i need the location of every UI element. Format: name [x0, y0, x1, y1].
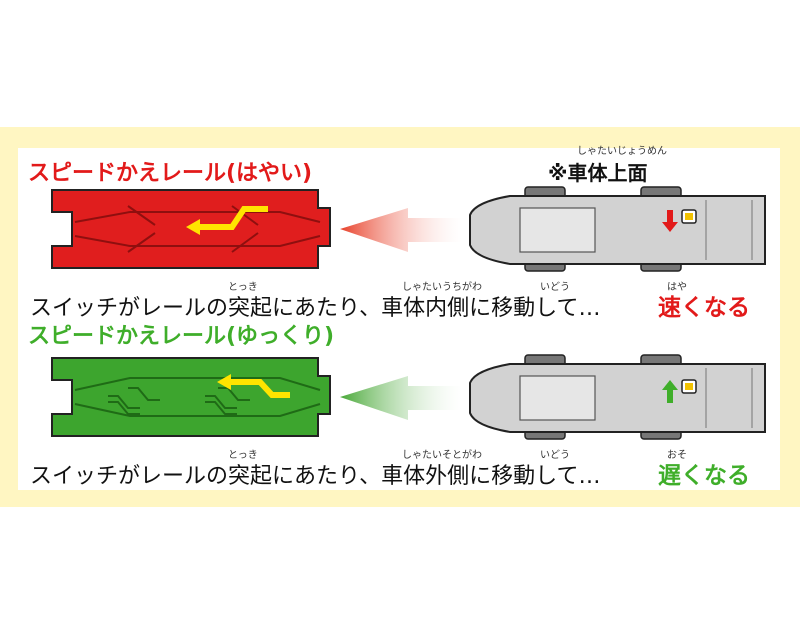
ruby-idou-2: いどう — [540, 450, 570, 461]
train-body-top — [469, 186, 766, 272]
body-label-ruby: しゃたいじょうめん — [577, 146, 667, 157]
fast-caption: スイッチがレールの突起にあたり、車体内側に移動して… — [30, 296, 601, 321]
red-direction-arrow-icon — [340, 208, 462, 252]
ruby-tokki-1: とっき — [228, 282, 258, 293]
yellow-path-arrow-slow-icon — [217, 374, 290, 398]
switch-up-green-arrow-icon — [662, 380, 678, 403]
ruby-oso: おそ — [667, 450, 687, 461]
body-top-label: ※車体上面 — [548, 161, 648, 185]
fast-rail-title: スピードかえレール(はやい) — [27, 161, 313, 187]
ruby-tokki-2: とっき — [228, 450, 258, 461]
ruby-shatai-sotogawa: しゃたいそとがわ — [402, 450, 482, 461]
ruby-idou-1: いどう — [540, 282, 570, 293]
ruby-shatai-uchigawa: しゃたいうちがわ — [402, 282, 482, 293]
switch-down-red-arrow-icon — [662, 210, 678, 232]
green-direction-arrow-icon — [340, 376, 462, 420]
switch-knob-icon — [681, 209, 697, 224]
slow-emphasis: 遅くなる — [658, 463, 750, 489]
switch-knob-slow-icon — [681, 379, 697, 394]
yellow-path-arrow-icon — [186, 206, 268, 235]
train-body-bottom — [469, 354, 766, 440]
fast-emphasis: 速くなる — [658, 295, 750, 321]
green-rail — [51, 357, 331, 437]
ruby-haya: はや — [667, 282, 687, 293]
slow-caption: スイッチがレールの突起にあたり、車体外側に移動して… — [30, 464, 601, 489]
slow-rail-title: スピードかえレール(ゆっくり) — [27, 324, 335, 350]
